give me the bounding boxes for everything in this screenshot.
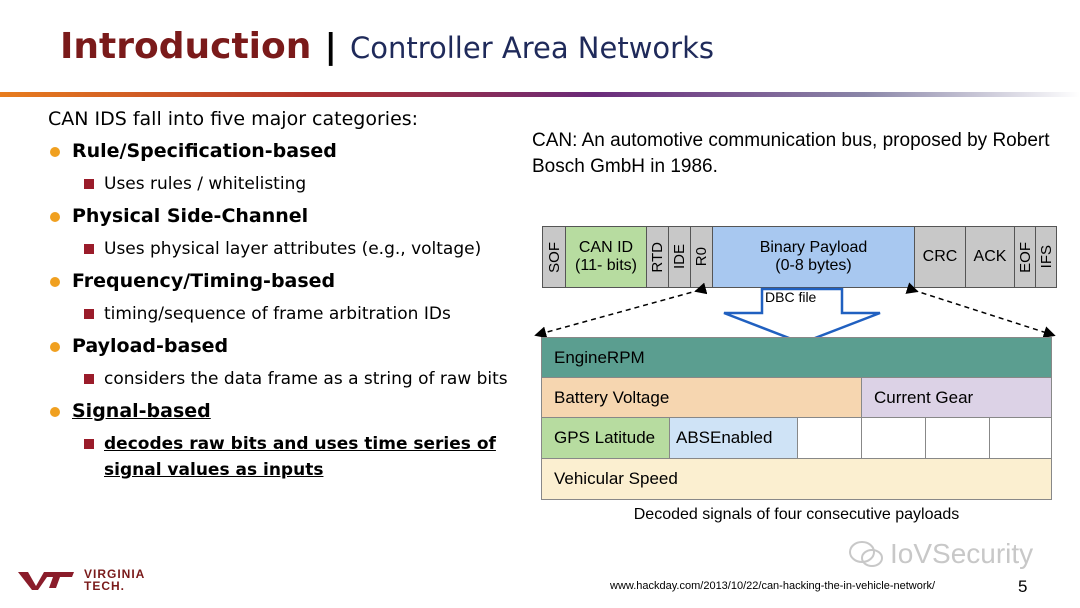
title-subtitle: Controller Area Networks <box>349 31 714 65</box>
bullet-dot-icon <box>50 147 60 157</box>
vt-monogram-icon <box>18 572 74 590</box>
signal-vehicular-speed: Vehicular Speed <box>541 458 1052 500</box>
category-item: Rule/Specification-based <box>48 140 548 162</box>
category-label: Payload-based <box>72 335 229 357</box>
can-frame-diagram: SOF CAN ID (11- bits) RTD IDE R0 Binary … <box>542 226 1057 288</box>
frame-field-ack: ACK <box>966 227 1015 287</box>
bullet-square-icon <box>84 244 94 254</box>
category-detail: Uses rules / whitelisting <box>48 171 548 197</box>
slide-title: Introduction | Controller Area Networks <box>60 26 714 67</box>
signal-row: EngineRPM <box>541 337 1052 378</box>
virginia-tech-logo: VIRGINIA TECH. <box>16 568 145 592</box>
category-item: Frequency/Timing-based <box>48 270 548 292</box>
logo-text-line2: TECH. <box>84 579 125 593</box>
bullet-dot-icon <box>50 212 60 222</box>
bullet-dot-icon <box>50 342 60 352</box>
wechat-watermark: IoVSecurity <box>848 538 1033 570</box>
category-detail-text: timing/sequence of frame arbitration IDs <box>104 304 451 324</box>
bullet-square-icon <box>84 309 94 319</box>
source-url: www.hackday.com/2013/10/22/can-hacking-t… <box>610 580 936 592</box>
category-label: Signal-based <box>72 400 211 422</box>
category-label: Frequency/Timing-based <box>72 270 336 292</box>
title-main: Introduction <box>60 26 312 67</box>
signal-empty-cell <box>925 417 990 459</box>
category-detail-text: decodes raw bits and uses time series of… <box>104 434 496 480</box>
frame-field-sof: SOF <box>543 227 566 287</box>
category-item: Physical Side-Channel <box>48 205 548 227</box>
wechat-icon <box>849 541 883 567</box>
signal-row: GPS Latitude ABSEnabled <box>541 417 1052 459</box>
bullet-square-icon <box>84 179 94 189</box>
frame-field-payload: Binary Payload (0-8 bytes) <box>713 227 915 287</box>
signal-battery-voltage: Battery Voltage <box>541 377 862 418</box>
frame-field-rtd: RTD <box>647 227 669 287</box>
frame-field-can-id: CAN ID (11- bits) <box>566 227 647 287</box>
logo-text-line1: VIRGINIA <box>84 567 146 581</box>
bullet-square-icon <box>84 374 94 384</box>
frame-field-r0: R0 <box>691 227 713 287</box>
signal-abs-enabled: ABSEnabled <box>669 417 798 459</box>
signal-engine-rpm: EngineRPM <box>541 337 1052 378</box>
signal-gps-latitude: GPS Latitude <box>541 417 670 459</box>
dbc-file-label: DBC file <box>765 289 817 305</box>
page-number: 5 <box>1018 577 1028 596</box>
frame-field-ifs: IFS <box>1036 227 1056 287</box>
category-item-signal-based: Signal-based <box>48 400 548 422</box>
bullet-dot-icon <box>50 407 60 417</box>
list-intro: CAN IDS fall into five major categories: <box>48 108 419 130</box>
signal-row: Battery Voltage Current Gear <box>541 377 1052 418</box>
category-detail: timing/sequence of frame arbitration IDs <box>48 301 548 327</box>
decoded-caption: Decoded signals of four consecutive payl… <box>633 506 960 523</box>
signal-empty-cell <box>861 417 926 459</box>
signal-empty-cell <box>989 417 1052 459</box>
category-detail-text: Uses rules / whitelisting <box>104 174 307 194</box>
frame-field-crc: CRC <box>915 227 966 287</box>
category-list: CAN IDS fall into five major categories:… <box>48 108 548 483</box>
category-detail-text: considers the data frame as a string of … <box>104 369 508 389</box>
bullet-dot-icon <box>50 277 60 287</box>
category-detail-text: Uses physical layer attributes (e.g., vo… <box>104 239 482 259</box>
category-detail: Uses physical layer attributes (e.g., vo… <box>48 236 548 262</box>
category-item: Payload-based <box>48 335 548 357</box>
signal-current-gear: Current Gear <box>861 377 1052 418</box>
category-label: Physical Side-Channel <box>72 205 309 227</box>
category-label: Rule/Specification-based <box>72 140 337 162</box>
watermark-text: IoVSecurity <box>890 538 1034 569</box>
category-detail: decodes raw bits and uses time series of… <box>48 431 548 483</box>
title-divider <box>0 92 1080 97</box>
dashed-arrow-left <box>534 282 708 339</box>
signal-empty-cell <box>797 417 862 459</box>
category-detail: considers the data frame as a string of … <box>48 366 548 392</box>
can-caption: CAN: An automotive communication bus, pr… <box>532 130 1050 177</box>
signal-row: Vehicular Speed <box>541 458 1052 500</box>
bullet-square-icon <box>84 439 94 449</box>
title-separator: | <box>324 27 337 67</box>
frame-field-eof: EOF <box>1015 227 1036 287</box>
frame-field-ide: IDE <box>669 227 691 287</box>
dashed-arrow-right <box>905 282 1056 338</box>
